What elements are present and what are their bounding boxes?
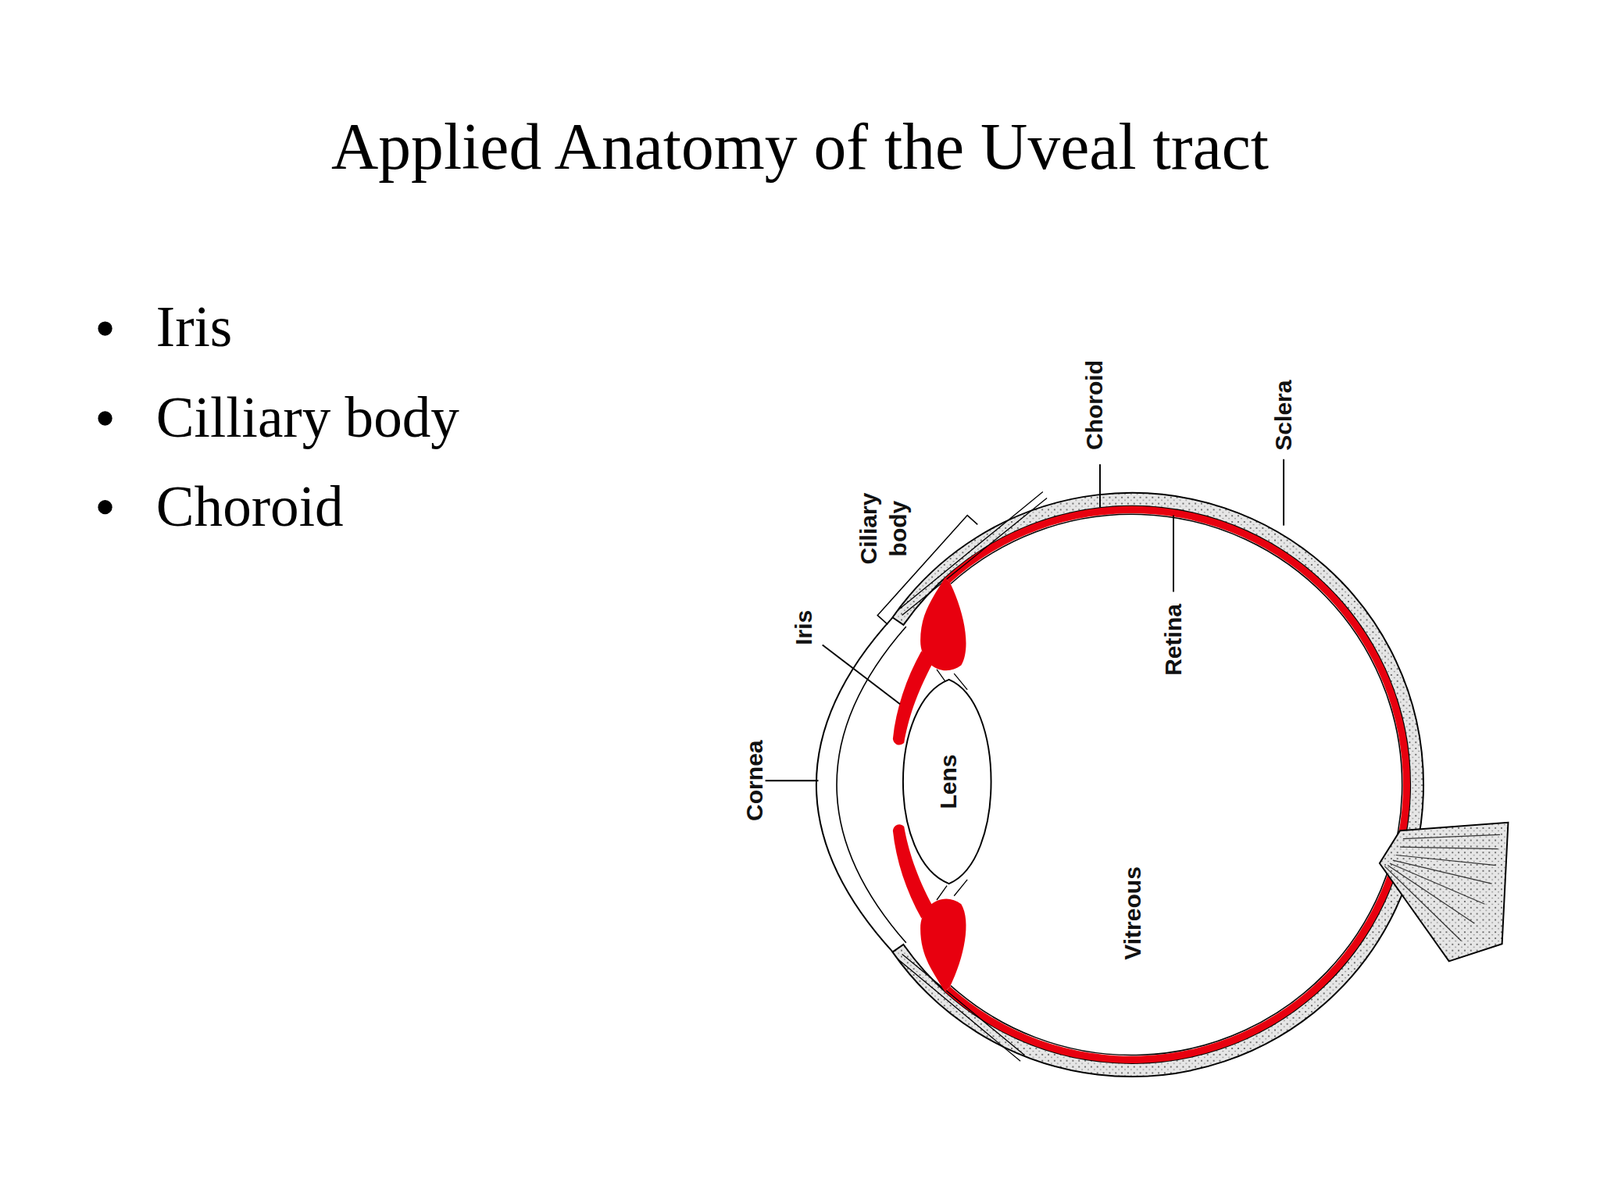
leader-line [1282, 459, 1285, 526]
retina-layer [950, 514, 1403, 1055]
node-label: Lens [937, 753, 961, 809]
slide-title: Applied Anatomy of the Uveal tract [0, 114, 1600, 180]
leader-line [1172, 515, 1175, 593]
part-label: Choroid [1080, 360, 1111, 450]
sclera-layer [892, 492, 1424, 1077]
conjunctiva-line [897, 492, 1047, 616]
vitreous-cavity [860, 514, 1402, 1055]
nerve-fibres [1384, 834, 1500, 941]
part-label: Ciliary body [854, 492, 914, 565]
bullet-dot [97, 321, 112, 336]
part-label: Iris [789, 610, 819, 646]
part-label: Vitreous [1117, 866, 1148, 961]
part-label: Cornea [740, 739, 771, 822]
conjunctiva-line [897, 953, 1025, 1061]
optic-nerve [1379, 822, 1509, 962]
bullet-dot [97, 500, 112, 515]
bullet-item: Cilliary body [156, 389, 460, 447]
part-label: Sclera [1268, 379, 1299, 450]
part-label: Retina [1158, 603, 1189, 676]
ciliary-body-shape [920, 577, 966, 671]
cornea-outline [836, 626, 907, 943]
ciliary-body-shape [920, 899, 966, 993]
leader-line [1099, 464, 1101, 508]
leader-line [822, 644, 900, 704]
bullet-dot [97, 410, 112, 425]
lens-shape: Lens [897, 678, 1000, 886]
cornea-outline [816, 617, 893, 952]
choroid-layer [945, 506, 1411, 1064]
bullet-item: Iris [156, 297, 233, 355]
bullet-item: Choroid [156, 477, 344, 535]
leader-line [765, 779, 819, 782]
lens-outline [903, 679, 992, 884]
